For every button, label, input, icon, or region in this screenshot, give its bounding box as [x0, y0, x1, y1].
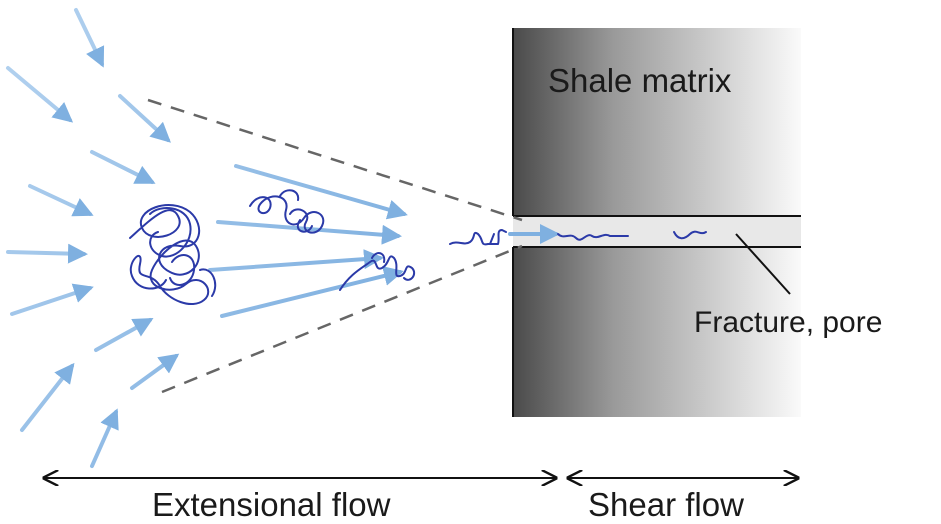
fracture-pore-label: Fracture, pore — [694, 306, 882, 339]
extensional-flow-label: Extensional flow — [152, 486, 391, 523]
flow-arrow — [96, 320, 150, 350]
flow-arrow — [210, 258, 380, 270]
polymer-chain-entering — [450, 230, 506, 244]
flow-arrow — [120, 96, 168, 140]
flow-arrow — [92, 412, 116, 466]
polymer-coil-large — [130, 205, 215, 304]
flow-arrow — [12, 288, 90, 314]
shale-matrix-label: Shale matrix — [548, 62, 732, 99]
flow-arrow — [218, 222, 398, 236]
flow-arrow — [8, 68, 70, 120]
shear-flow-label: Shear flow — [588, 486, 744, 523]
upper-dashed-guide — [148, 100, 522, 220]
flow-arrow — [132, 356, 176, 388]
fracture-channel — [513, 216, 801, 247]
flow-arrow — [76, 10, 102, 64]
flow-arrow — [8, 252, 84, 254]
flow-arrow — [22, 366, 72, 430]
flow-arrow — [30, 186, 90, 214]
flow-arrow — [92, 152, 152, 182]
flow-arrow — [222, 272, 400, 316]
shale-matrix-upper-block — [513, 28, 801, 216]
